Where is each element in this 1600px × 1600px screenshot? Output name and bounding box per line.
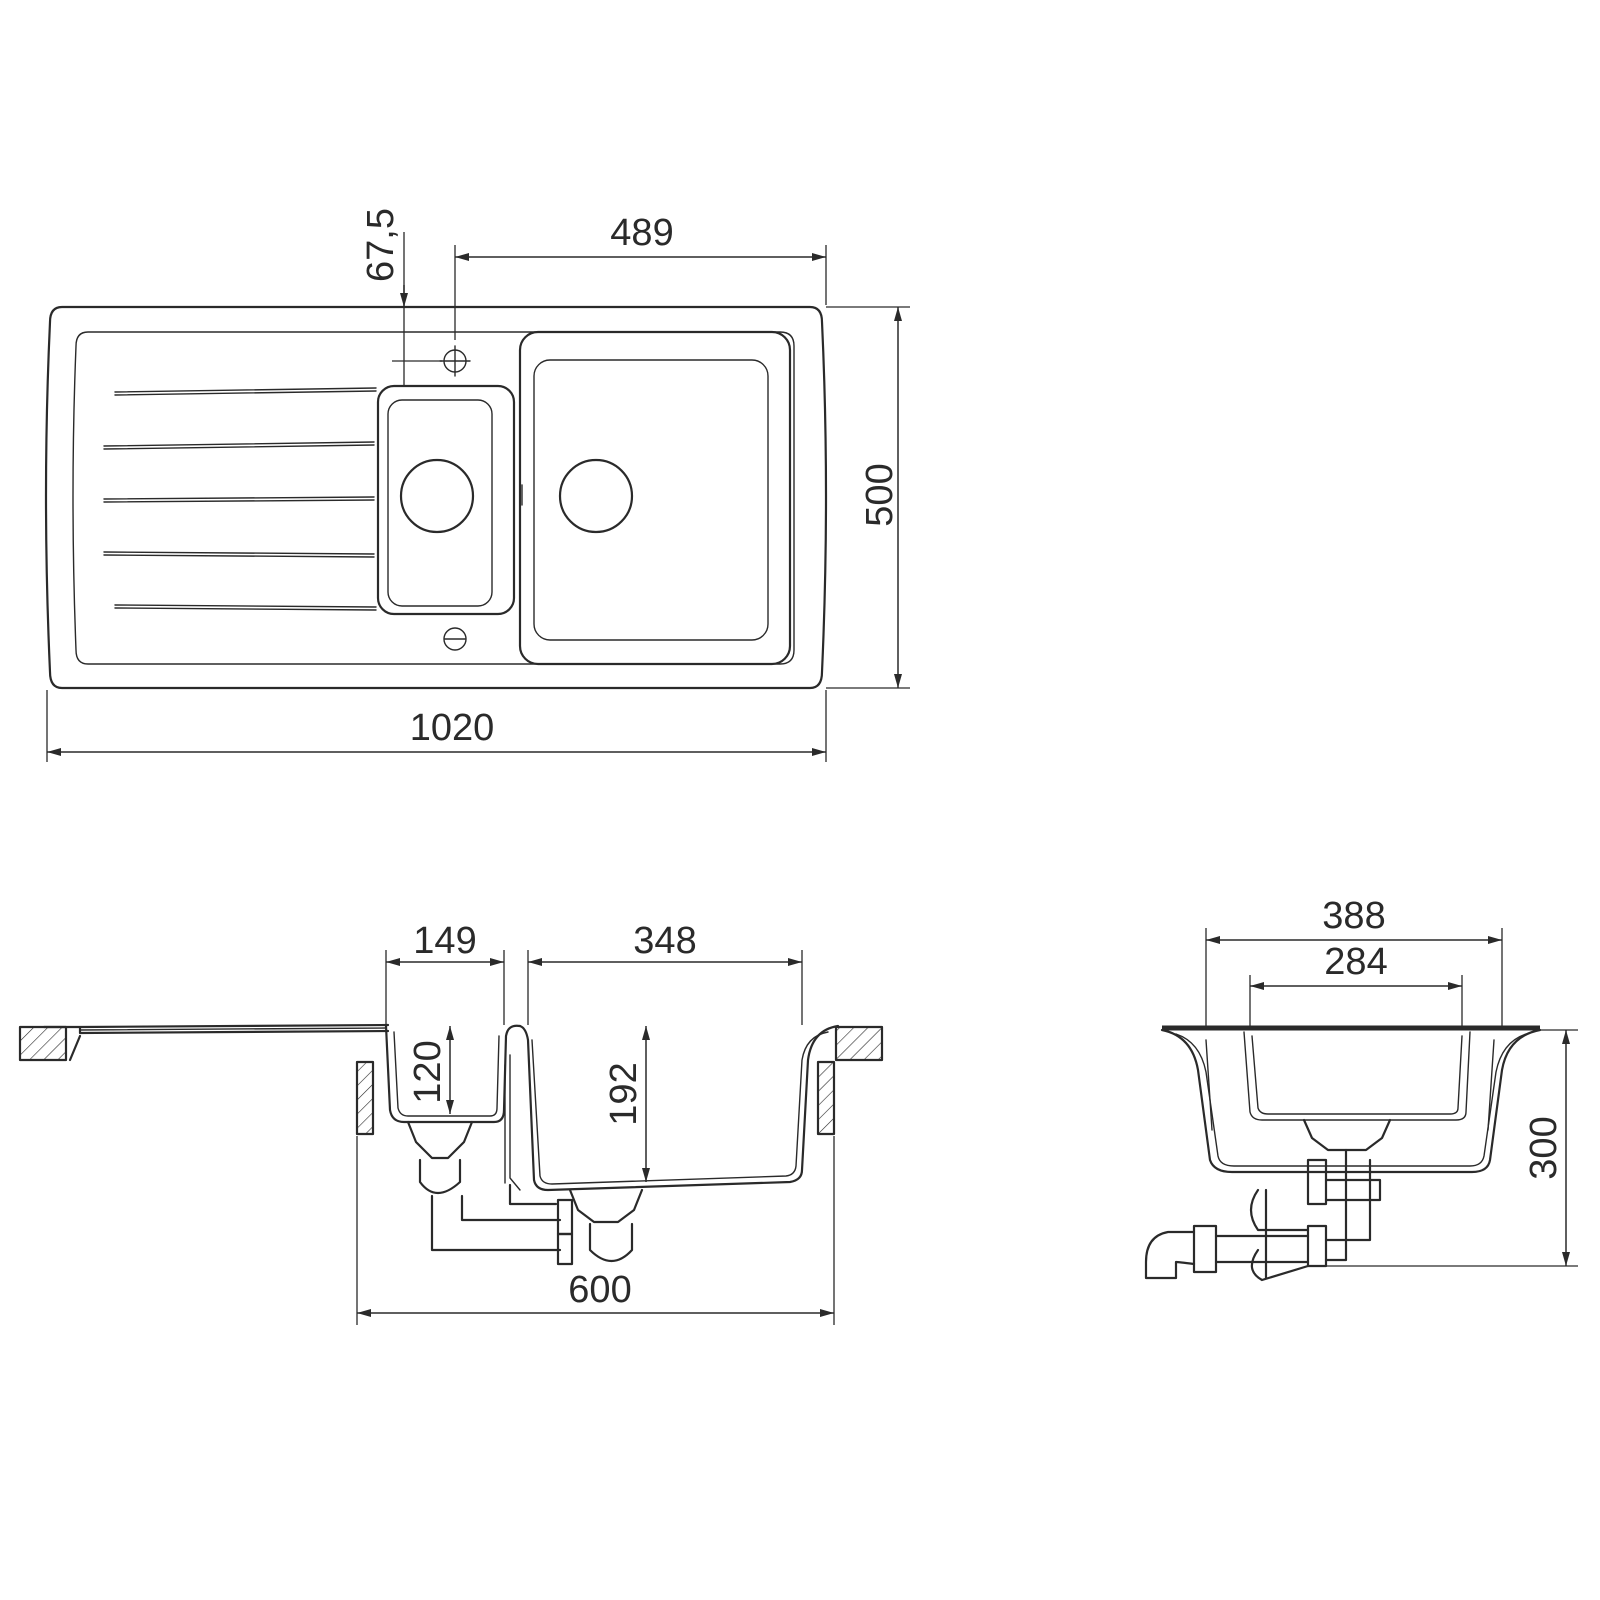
large-bowl-inner: [533, 359, 769, 641]
dimension-388-label: 388: [1322, 895, 1385, 937]
dimension-489-label: 489: [610, 212, 673, 254]
front-section-view: 149 348 120 192: [18, 920, 884, 1325]
dimension-1020: 1020: [46, 690, 827, 762]
dimension-149-label: 149: [413, 920, 476, 962]
small-bowl-drain: [399, 458, 475, 534]
dimension-192-label: 192: [603, 1062, 645, 1125]
dimension-388: 388: [1205, 895, 1503, 1026]
tap-hole-marker: [439, 345, 471, 377]
drainer-grooves: [103, 387, 377, 611]
large-bowl-outer: [518, 330, 792, 666]
dimension-284: 284: [1249, 941, 1463, 1026]
dimension-348: 348: [527, 920, 803, 1025]
worktop-left: [18, 1025, 68, 1062]
side-bowl-outer: [1160, 1028, 1542, 1174]
dimension-120-label: 120: [407, 1040, 449, 1103]
dimension-120: 120: [407, 1026, 454, 1114]
dimension-300-label: 300: [1523, 1116, 1565, 1179]
side-bowl-inner: [1243, 1031, 1471, 1121]
side-section-view: 388 284 300: [1144, 895, 1578, 1282]
dimension-67-5-label: 67,5: [360, 208, 402, 282]
dimension-284-label: 284: [1324, 941, 1387, 983]
sink-outer-rim: [44, 305, 828, 690]
dimension-600-label: 600: [568, 1269, 631, 1311]
dimension-192: 192: [603, 1026, 650, 1182]
drain-pipework: [406, 1120, 644, 1266]
dimension-149: 149: [385, 920, 505, 1025]
worktop-right: [834, 1025, 884, 1062]
large-bowl-drain: [558, 458, 634, 534]
top-view: 1020 500 489 67,5: [44, 208, 910, 762]
dimension-500: 500: [826, 306, 910, 689]
dimension-489: 489: [454, 212, 827, 340]
small-bowl-outer: [376, 384, 516, 616]
cabinet-wall-left: [355, 1060, 375, 1136]
dimension-348-label: 348: [633, 920, 696, 962]
cabinet-wall-right: [816, 1060, 836, 1136]
large-bowl-section: [518, 1024, 840, 1192]
sink-inner-rim: [72, 331, 795, 665]
dimension-600: 600: [356, 1136, 835, 1325]
small-bowl-section: [384, 1024, 522, 1124]
dimension-300: 300: [1326, 1029, 1578, 1267]
side-trap: [1144, 1118, 1392, 1282]
dimension-1020-label: 1020: [410, 707, 495, 749]
dimension-67-5: 67,5: [360, 208, 442, 386]
overflow-marker: [443, 627, 467, 651]
dimension-500-label: 500: [859, 463, 901, 526]
small-bowl-inner: [387, 399, 493, 607]
